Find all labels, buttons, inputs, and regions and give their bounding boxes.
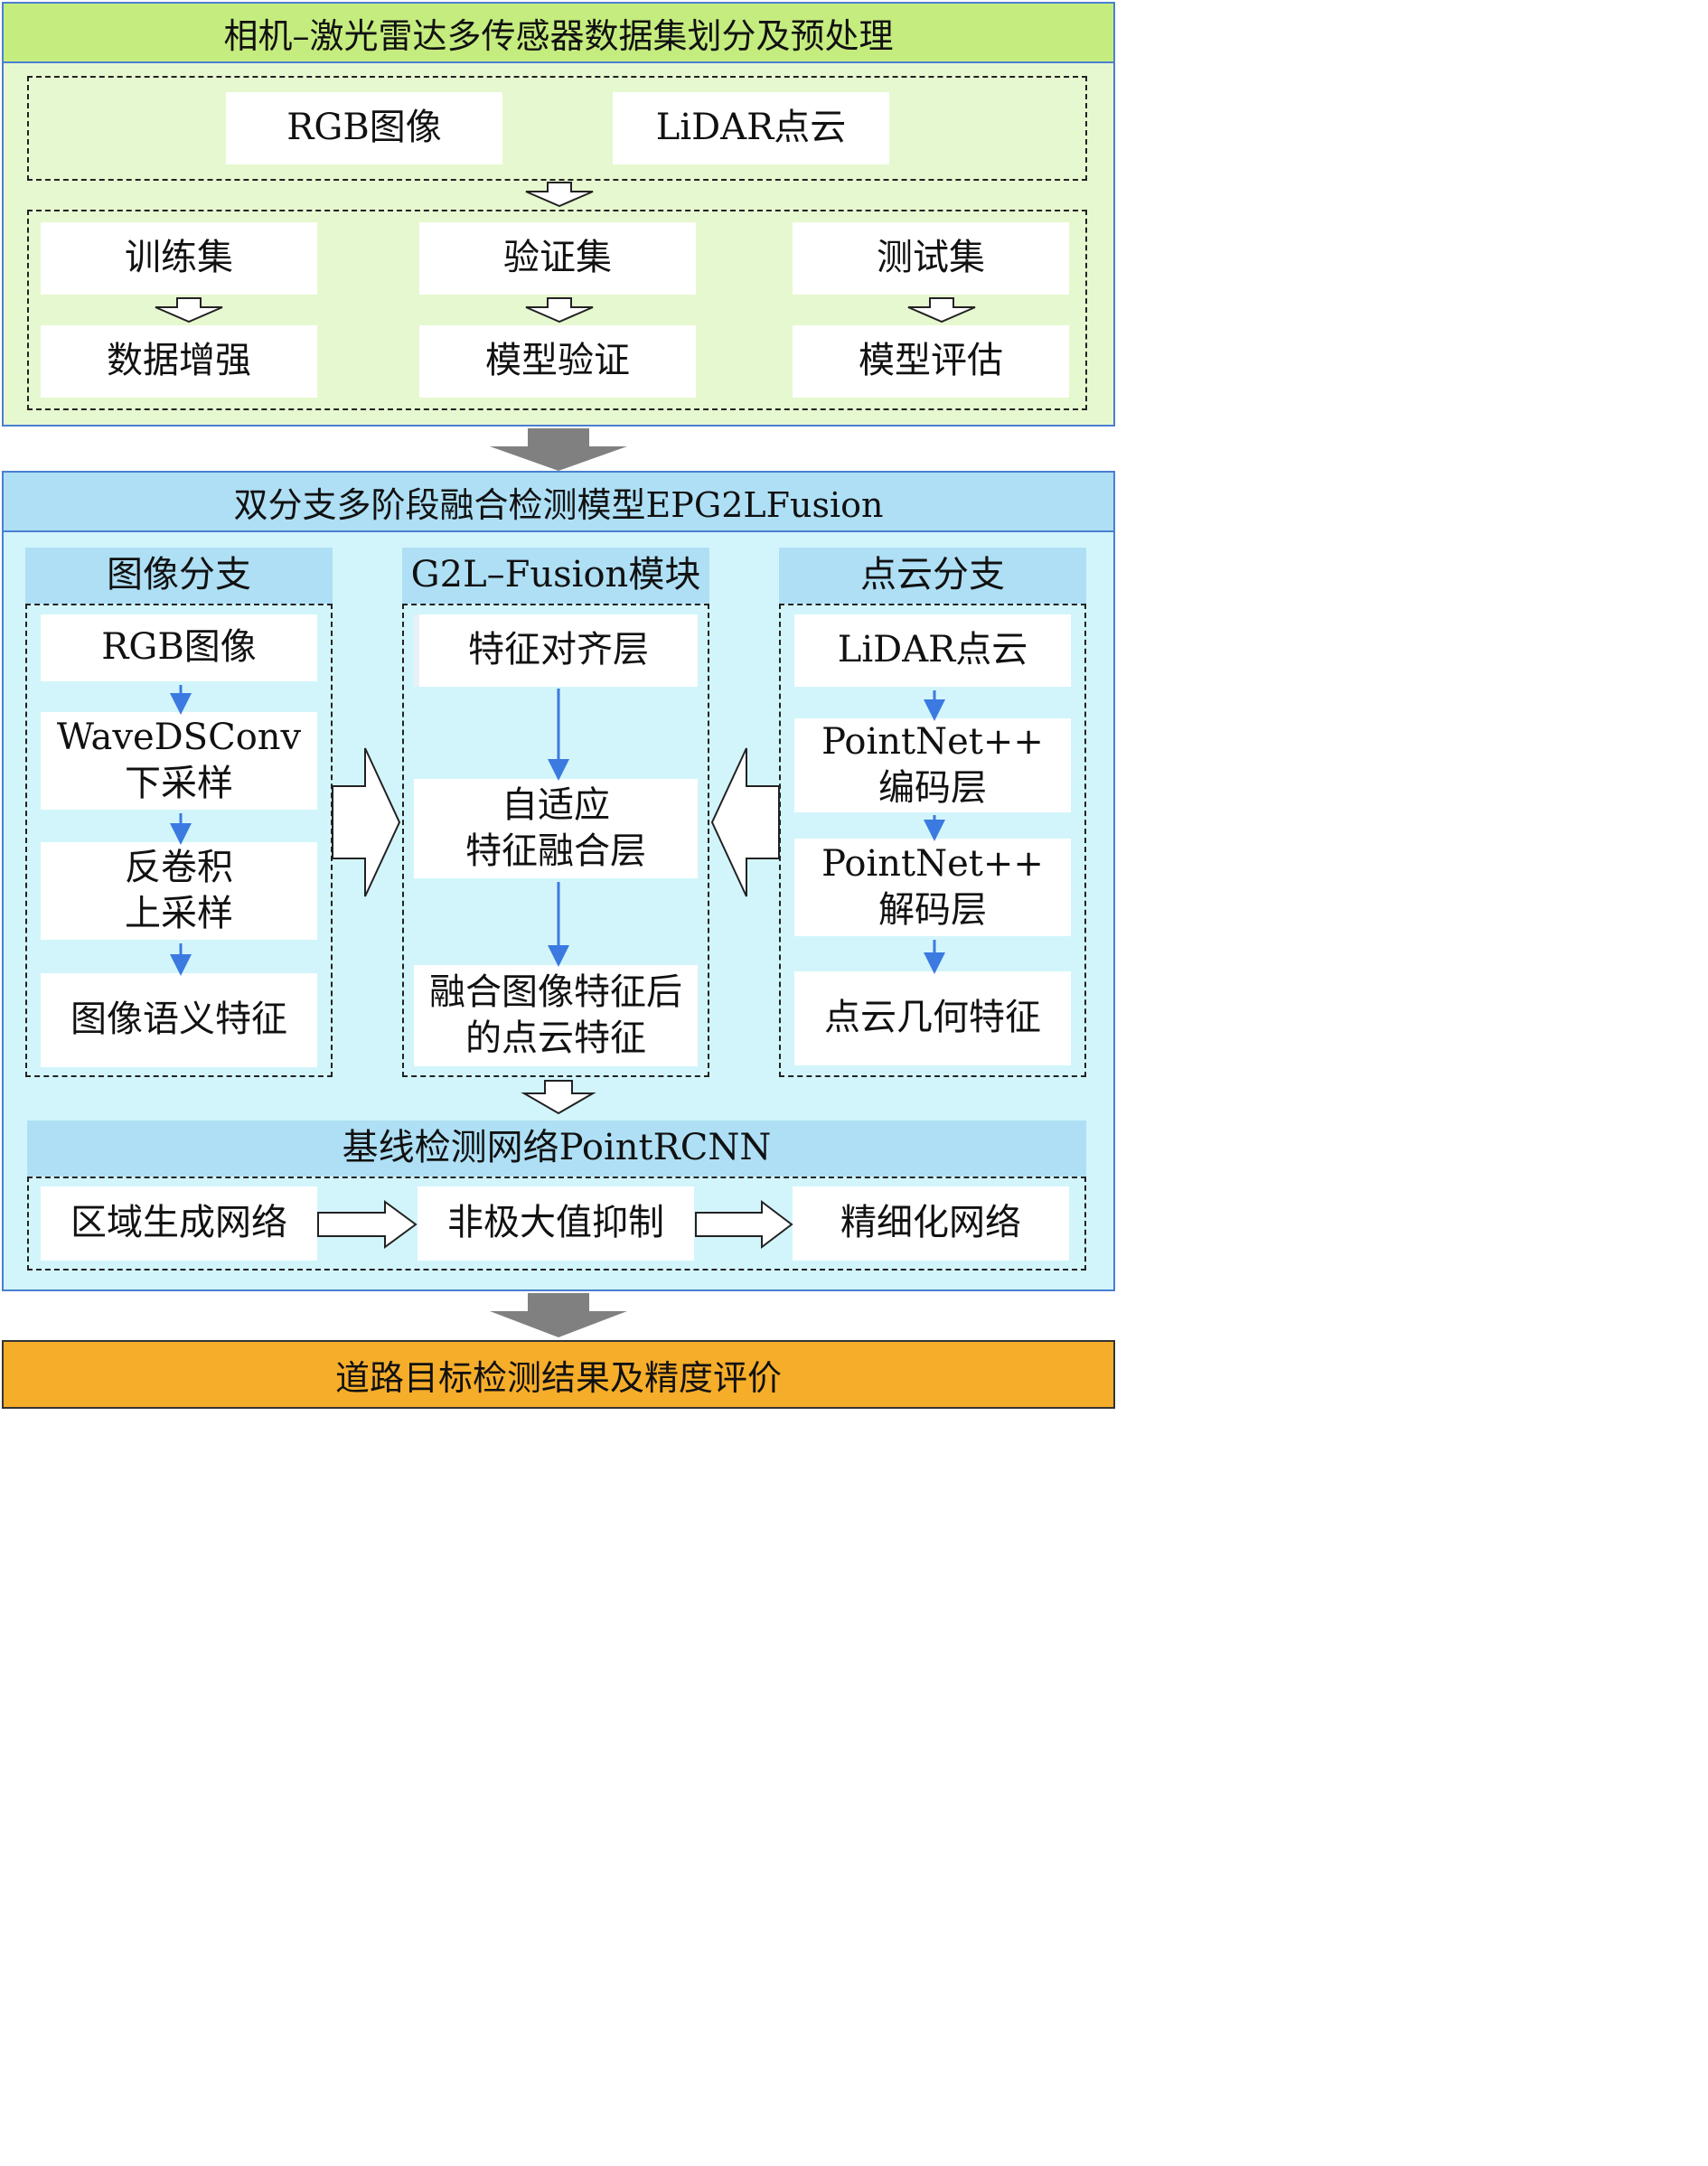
stage2-to-stage3-arrow <box>490 1293 627 1337</box>
non-max-suppression-box: 非极大值抑制 <box>418 1186 694 1261</box>
test-set-box: 测试集 <box>793 222 1069 295</box>
refinement-network-box: 精细化网络 <box>793 1186 1069 1261</box>
baseline-network-group <box>27 1177 1086 1271</box>
input-data-group <box>27 76 1087 181</box>
image-branch-header: 图像分支 <box>25 548 333 604</box>
rgb-image-input: RGB图像 <box>226 92 502 164</box>
val-to-validate-arrow <box>525 297 594 323</box>
test-to-evaluate-arrow <box>907 297 976 323</box>
model-evaluation-box: 模型评估 <box>793 325 1069 398</box>
pointnet-encoder-box: PointNet++ 编码层 <box>794 718 1071 812</box>
validation-set-box: 验证集 <box>419 222 696 295</box>
section1-title: 相机–激光雷达多传感器数据集划分及预处理 <box>223 15 894 56</box>
adaptive-fusion-layer-box: 自适应 特征融合层 <box>414 779 698 878</box>
point-to-fusion-arrow <box>710 747 780 897</box>
point-branch-lidar-box: LiDAR点云 <box>794 614 1071 687</box>
section2-title: 双分支多阶段融合检测模型EPG2LFusion <box>233 484 884 525</box>
fusion-module-header: G2L–Fusion模块 <box>402 548 709 604</box>
training-set-box: 训练集 <box>41 222 317 295</box>
fusion-to-baseline-arrow <box>521 1080 596 1115</box>
region-proposal-network-box: 区域生成网络 <box>41 1186 317 1261</box>
image-semantic-feature-box: 图像语义特征 <box>41 973 317 1067</box>
dataset-split-group <box>27 210 1087 410</box>
pointcloud-geometric-feature-box: 点云几何特征 <box>794 971 1071 1065</box>
image-branch-rgb-box: RGB图像 <box>41 614 317 681</box>
fusion-module-group <box>402 604 709 1077</box>
wavedsconv-downsample-box: WaveDSConv 下采样 <box>41 712 317 810</box>
deconv-upsample-box: 反卷积 上采样 <box>41 842 317 940</box>
lidar-pointcloud-input: LiDAR点云 <box>613 92 889 164</box>
model-validation-box: 模型验证 <box>419 325 696 398</box>
feature-alignment-layer-box: 特征对齐层 <box>414 614 698 687</box>
train-to-augment-arrow <box>155 297 223 323</box>
section3-title: 道路目标检测结果及精度评价 <box>334 1357 782 1398</box>
baseline-network-header: 基线检测网络PointRCNN <box>27 1121 1086 1177</box>
rpn-to-nms-arrow <box>317 1200 418 1249</box>
pointnet-decoder-box: PointNet++ 解码层 <box>794 839 1071 936</box>
fused-pointcloud-feature-box: 融合图像特征后 的点云特征 <box>414 965 698 1066</box>
arrow-layer <box>155 182 976 1337</box>
nms-to-refine-arrow <box>695 1199 793 1250</box>
stage1-to-stage2-arrow <box>490 428 627 471</box>
section2-title-bar: 双分支多阶段融合检测模型EPG2LFusion <box>2 471 1115 532</box>
point-branch-header: 点云分支 <box>779 548 1086 604</box>
section1-title-bar: 相机–激光雷达多传感器数据集划分及预处理 <box>2 2 1115 63</box>
data-augmentation-box: 数据增强 <box>41 325 317 398</box>
inputs-to-split-arrow <box>525 182 594 208</box>
section3-result-bar: 道路目标检测结果及精度评价 <box>2 1340 1115 1409</box>
image-to-fusion-arrow <box>332 747 401 897</box>
